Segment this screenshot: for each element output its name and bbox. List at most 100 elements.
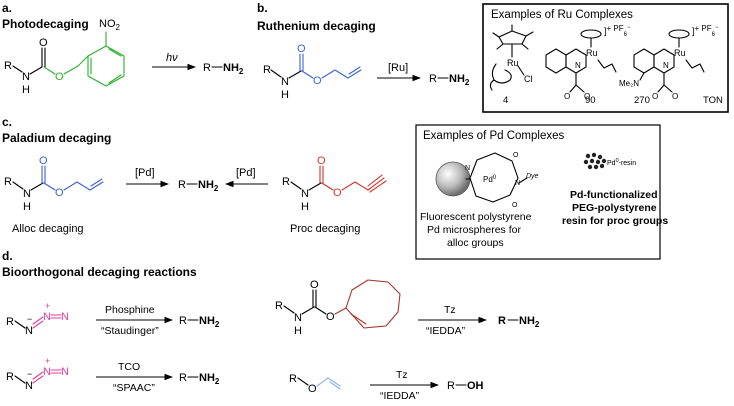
atom-n: N <box>515 180 520 187</box>
panel-b-letter: b. <box>257 1 268 15</box>
product-amine: NH2 <box>199 372 220 386</box>
product-r: R <box>178 179 186 191</box>
atom-o: O <box>308 383 317 395</box>
panel-c-letter: c. <box>2 115 12 129</box>
atom-o-ester: O <box>326 311 335 323</box>
nitrobenzyl-group <box>63 31 125 87</box>
atom-n: N <box>25 380 33 392</box>
pd-complex-box: Examples of Pd Complexes Pd0 N O O N Dye… <box>415 124 668 260</box>
panel-a-title: Photodecaging <box>2 17 89 31</box>
panel-c-title: Paladium decaging <box>2 131 111 145</box>
ton-label: TON <box>703 95 723 106</box>
reagent-phosphine: Phosphine <box>105 304 155 316</box>
atom-r: R <box>6 371 14 383</box>
ru-box-title: Examples of Ru Complexes <box>491 9 633 21</box>
pd-box-title: Examples of Pd Complexes <box>423 130 565 142</box>
cl-label: Cl <box>524 74 533 84</box>
name-iedda-2: “IEDDA” <box>380 390 420 402</box>
atom-r: R <box>263 64 271 76</box>
atom-o: O <box>672 92 678 101</box>
atom-o: O <box>652 92 658 101</box>
proc-label: Proc decaging <box>290 223 360 235</box>
product-alcohol: OH <box>467 380 484 392</box>
proc-substrate: R N H O O <box>282 155 387 213</box>
resin-caption-3: resin for proc groups <box>562 215 668 227</box>
atom-n: N <box>301 188 309 200</box>
product-r: R <box>429 73 437 85</box>
nitro-group: NO2 <box>99 18 121 32</box>
plus-charge: + <box>45 356 50 366</box>
microsphere-caption-1: Fluorescent polystyrene <box>420 211 532 223</box>
atom-h: H <box>22 84 30 96</box>
panel-a-letter: a. <box>2 1 12 15</box>
atom-o-ester: O <box>55 71 64 83</box>
product-amine: NH2 <box>198 179 219 193</box>
panel-a: a. Photodecaging R N H O O NO2 hν R NH2 <box>2 1 244 96</box>
microsphere-caption-2: Pd microspheres for <box>427 224 521 236</box>
atom-n: N <box>43 366 51 378</box>
atom-n: N <box>575 61 581 70</box>
ru-complex-box: Examples of Ru Complexes Ru Cl 4 <box>482 3 729 113</box>
reagent-tz-2: Tz <box>396 369 408 381</box>
reagent-light: hν <box>166 52 178 64</box>
atom-o-carbonyl: O <box>317 155 326 167</box>
name-iedda-1: “IEDDA” <box>426 325 466 337</box>
atom-n: N <box>281 76 289 88</box>
atom-r: R <box>282 176 290 188</box>
panel-d: d. Bioorthogonal decaging reactions R N … <box>2 249 540 402</box>
reagent-pd-left: [Pd] <box>135 167 155 179</box>
microsphere-caption-3: alloc groups <box>447 237 504 249</box>
dye-label: Dye <box>526 173 539 180</box>
atom-r: R <box>289 373 297 385</box>
atom-n: N <box>663 61 669 70</box>
ru-label: Ru <box>674 48 686 58</box>
atom-h: H <box>23 201 31 213</box>
atom-r: R <box>275 300 283 312</box>
panel-b: b. Ruthenium decaging R N H O O [Ru] R N… <box>257 1 729 113</box>
atom-o: O <box>512 202 518 209</box>
panel-c: c. Paladium decaging R N H O O Alloc dec… <box>2 115 668 260</box>
product-r: R <box>203 62 211 74</box>
atom-o-ester: O <box>313 75 322 87</box>
reagent-pd-right: [Pd] <box>236 167 256 179</box>
me2n-label: Me₂N <box>619 79 639 88</box>
resin-caption-2: PEG-polystyrene <box>572 202 657 214</box>
atom-o: O <box>564 92 570 101</box>
product-r: R <box>179 372 187 384</box>
product-amine: NH2 <box>199 315 220 329</box>
alloc-label: Alloc decaging <box>12 223 84 235</box>
atom-n: N <box>294 312 302 324</box>
alloc-substrate: R N H O O <box>4 155 104 213</box>
ru-label: Ru <box>586 48 598 58</box>
pd-microsphere: Pd0 N O O N Dye <box>435 152 539 209</box>
product-amine: NH2 <box>519 315 540 329</box>
charge-3: ]+ PF6− <box>692 24 719 38</box>
atom-r: R <box>4 176 12 188</box>
minus-charge: − <box>27 369 32 379</box>
reaction-spaac: R N − N + N TCO “SPAAC” R NH2 <box>6 356 220 394</box>
ru-label: Ru <box>507 58 519 68</box>
product-r: R <box>498 315 506 327</box>
atom-n: N <box>61 366 69 378</box>
reagent-tco: TCO <box>118 361 140 373</box>
plus-charge: + <box>45 301 50 311</box>
atom-h: H <box>301 201 309 213</box>
atom-h: H <box>294 325 302 337</box>
product-r: R <box>179 315 187 327</box>
panel-d-letter: d. <box>2 249 13 263</box>
atom-r: R <box>6 316 14 328</box>
resin-caption-1: Pd-functionalized <box>570 189 658 201</box>
atom-h: H <box>281 89 289 101</box>
atom-o-ester: O <box>333 187 342 199</box>
panel-d-title: Bioorthogonal decaging reactions <box>2 265 197 279</box>
atom-o-ester: O <box>55 187 64 199</box>
ru-complex-1: Ru Cl 4 <box>489 24 534 106</box>
product-amine: NH2 <box>223 62 244 76</box>
reagent-tz-1: Tz <box>444 304 456 316</box>
minus-charge: − <box>27 314 32 324</box>
product-r: R <box>447 380 455 392</box>
reagent-ru: [Ru] <box>388 62 408 74</box>
reaction-staudinger: R N − N + N Phosphine “Staudinger” R NH2 <box>6 301 220 337</box>
pd0-label: Pd0 <box>483 175 497 184</box>
